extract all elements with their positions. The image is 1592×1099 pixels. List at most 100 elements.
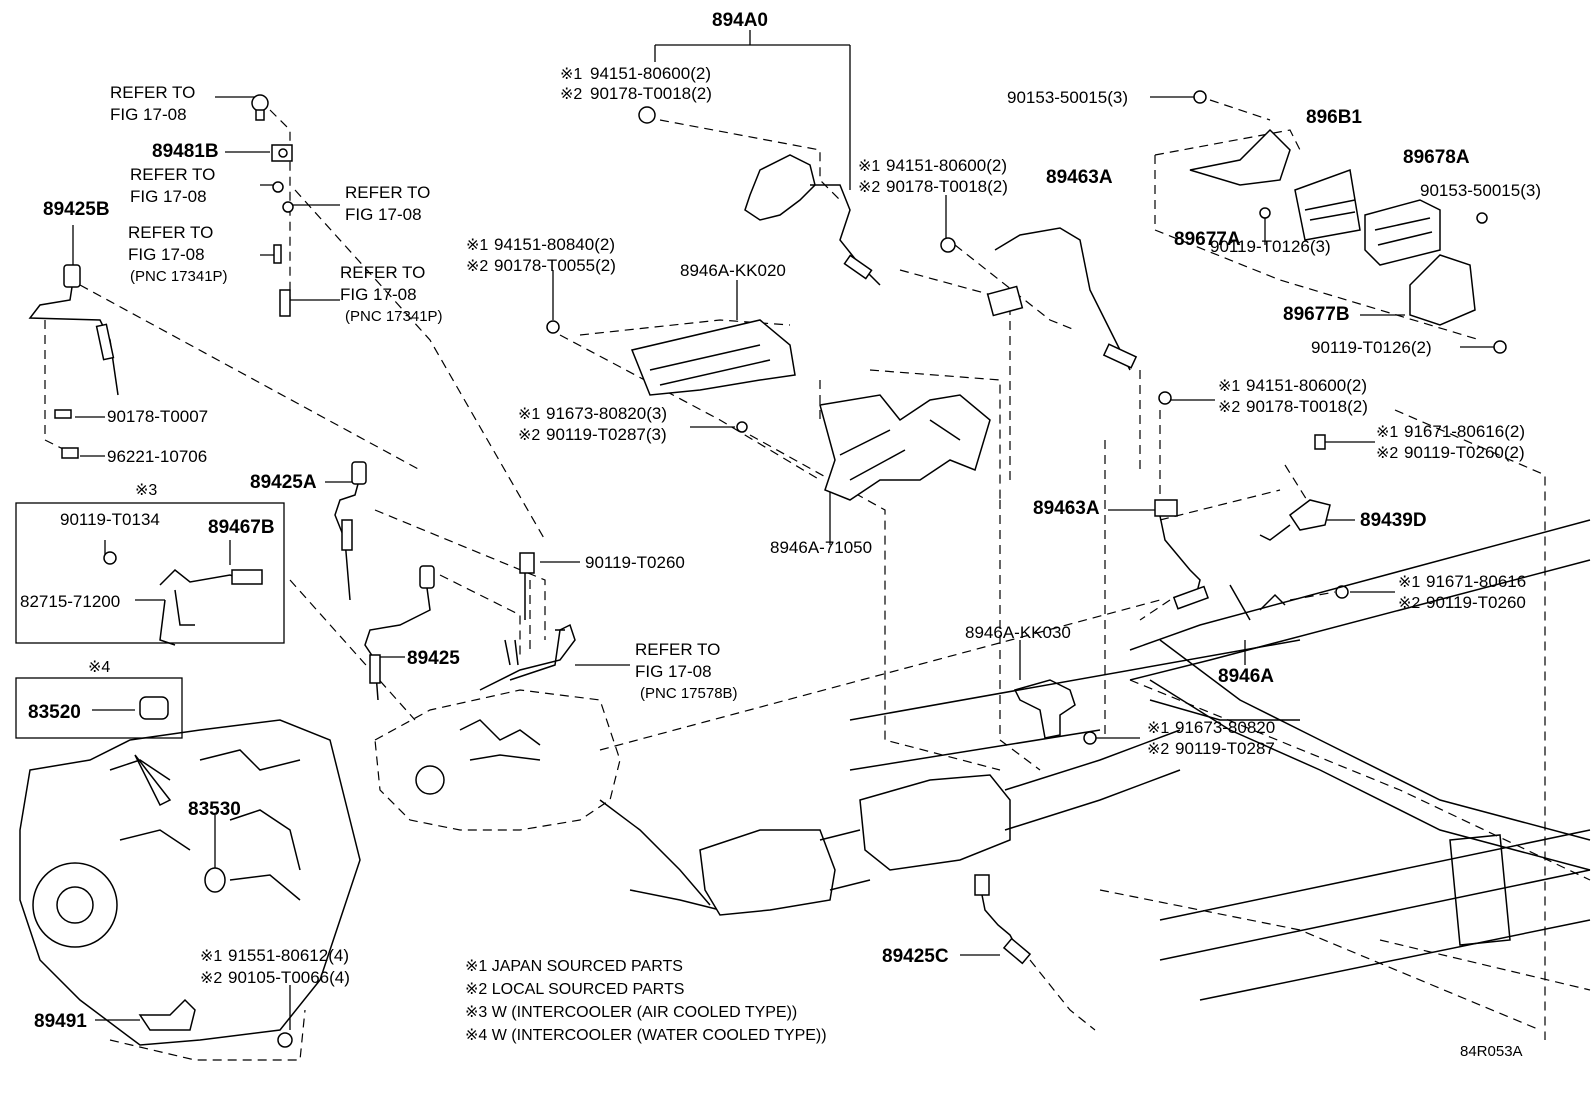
label-89463A-rear-m1[interactable]: 94151-80600(2)	[886, 156, 1007, 175]
label-89463A-rear-m2[interactable]: 90178-T0018(2)	[886, 177, 1008, 196]
refer-line1: REFER TO	[635, 640, 720, 659]
label-89439D-m1[interactable]: 91671-80616(2)	[1404, 422, 1525, 441]
refer-fig[interactable]: FIG 17-08	[128, 245, 205, 264]
refer-line1: REFER TO	[345, 183, 430, 202]
label-89425B[interactable]: 89425B	[43, 199, 110, 220]
label-71050-m2[interactable]: 90119-T0287(3)	[546, 425, 667, 444]
sensor-89439D	[1259, 434, 1331, 541]
label-89425A[interactable]: 89425A	[250, 472, 317, 493]
label-89481B[interactable]: 89481B	[152, 141, 219, 162]
legend-item: ※3 W (INTERCOOLER (AIR COOLED TYPE))	[465, 1004, 797, 1021]
bracket-8946A-71050	[819, 394, 991, 501]
part-shapes	[19, 90, 1591, 1048]
label-8946A-m2[interactable]: 90119-T0260	[1426, 593, 1526, 612]
label-89463A-front[interactable]: 89463A	[1033, 498, 1100, 519]
refer-fig[interactable]: FIG 17-08	[345, 205, 422, 224]
label-89463A-front-m2[interactable]: 90178-T0018(2)	[1246, 397, 1368, 416]
mark-2: ※2	[1376, 445, 1398, 462]
sensor-89425B	[28, 264, 119, 396]
label-83530[interactable]: 83530	[188, 799, 241, 820]
label-kk020-m1[interactable]: 94151-80840(2)	[494, 235, 615, 254]
box-intercooler-water	[15, 677, 183, 739]
bracket-8946A-KK030	[1013, 679, 1097, 745]
label-83520[interactable]: 83520	[28, 702, 81, 723]
label-kk030-m2[interactable]: 90119-T0287	[1175, 739, 1275, 758]
label-90153-50015-b[interactable]: 90153-50015(3)	[1420, 181, 1541, 200]
label-82715-71200[interactable]: 82715-71200	[20, 592, 120, 611]
mark-1: ※1	[200, 948, 222, 965]
label-896B1[interactable]: 896B1	[1306, 107, 1362, 128]
label-90178-T0007[interactable]: 90178-T0007	[107, 407, 208, 426]
vehicle-frame	[849, 519, 1591, 1031]
mark-3: ※3	[135, 482, 157, 499]
engine-center	[374, 689, 621, 831]
mark-1: ※1	[1218, 378, 1240, 395]
label-8946A-KK020[interactable]: 8946A-KK020	[680, 261, 786, 280]
label-89677B[interactable]: 89677B	[1283, 304, 1350, 325]
legend-item: ※1 JAPAN SOURCED PARTS	[465, 958, 683, 975]
label-90119-T0260[interactable]: 90119-T0260	[585, 553, 685, 572]
label-90119-T0134[interactable]: 90119-T0134	[60, 510, 160, 529]
label-8946A-m1[interactable]: 91671-80616	[1426, 572, 1526, 591]
label-8946A[interactable]: 8946A	[1218, 666, 1274, 687]
label-89677A[interactable]: 89677A	[1174, 229, 1241, 250]
sensor-8946A	[1229, 584, 1349, 621]
leader-lines	[44, 30, 1591, 1061]
label-96221-10706[interactable]: 96221-10706	[107, 447, 207, 466]
label-89463A-rear[interactable]: 89463A	[1046, 167, 1113, 188]
diagram-code: 84R053A	[1460, 1043, 1523, 1060]
sensor-89425A	[334, 461, 367, 601]
sensor-89463A-front	[1154, 391, 1209, 610]
sensor-89425C	[974, 874, 1032, 965]
clip-icon	[54, 409, 79, 459]
bracket	[479, 552, 576, 691]
pipe-fitting	[273, 244, 282, 264]
label-kk020-m2[interactable]: 90178-T0055(2)	[494, 256, 616, 275]
mark-2: ※2	[1218, 399, 1240, 416]
label-89491-m1[interactable]: 91551-80612(4)	[228, 946, 349, 965]
label-8946A-KK030[interactable]: 8946A-KK030	[965, 623, 1071, 642]
label-894A0-m1[interactable]: 94151-80600(2)	[590, 64, 711, 83]
mark-1: ※1	[1147, 720, 1169, 737]
mark-2: ※2	[1147, 741, 1169, 758]
label-89491-m2[interactable]: 90105-T0066(4)	[228, 968, 350, 987]
module-89678A	[1364, 199, 1488, 266]
label-89463A-front-m1[interactable]: 94151-80600(2)	[1246, 376, 1367, 395]
label-89439D[interactable]: 89439D	[1360, 510, 1427, 531]
label-89491[interactable]: 89491	[34, 1011, 87, 1032]
label-90119-T0126-2[interactable]: 90119-T0126(2)	[1311, 338, 1432, 357]
label-89678A[interactable]: 89678A	[1403, 147, 1470, 168]
mark-2: ※2	[858, 179, 880, 196]
label-71050-m1[interactable]: 91673-80820(3)	[546, 404, 667, 423]
legend-item: ※4 W (INTERCOOLER (WATER COOLED TYPE))	[465, 1027, 827, 1044]
refer-fig[interactable]: FIG 17-08	[130, 187, 207, 206]
label-8946A-71050[interactable]: 8946A-71050	[770, 538, 872, 557]
label-90153-50015-a[interactable]: 90153-50015(3)	[1007, 88, 1128, 107]
mark-1: ※1	[1376, 424, 1398, 441]
label-90119-T0126-3[interactable]: 90119-T0126(3)	[1210, 237, 1331, 256]
pipe-fitting	[279, 289, 291, 317]
label-89425[interactable]: 89425	[407, 648, 460, 669]
label-89467B[interactable]: 89467B	[208, 517, 275, 538]
refer-fig[interactable]: FIG 17-08	[340, 285, 417, 304]
label-kk030-m1[interactable]: 91673-80820	[1175, 718, 1275, 737]
nut-icon	[272, 181, 294, 213]
ecu-896B1	[1189, 90, 1361, 241]
mark-2: ※2	[1398, 595, 1420, 612]
label-89425C[interactable]: 89425C	[882, 946, 949, 967]
sensor-89467B	[103, 551, 263, 646]
heat-shield-8946A-KK020	[546, 319, 796, 433]
refer-pnc: (PNC 17578B)	[640, 685, 738, 702]
sensor-89491	[138, 998, 293, 1048]
refer-line1: REFER TO	[110, 83, 195, 102]
exhaust-system	[599, 729, 1181, 916]
label-89439D-m2[interactable]: 90119-T0260(2)	[1404, 443, 1525, 462]
mark-2: ※2	[560, 86, 582, 103]
sensor-83520	[139, 696, 169, 720]
refer-fig[interactable]: FIG 17-08	[110, 105, 187, 124]
refer-fig[interactable]: FIG 17-08	[635, 662, 712, 681]
label-894A0[interactable]: 894A0	[712, 10, 768, 31]
label-894A0-m2[interactable]: 90178-T0018(2)	[590, 84, 712, 103]
mark-2: ※2	[518, 427, 540, 444]
